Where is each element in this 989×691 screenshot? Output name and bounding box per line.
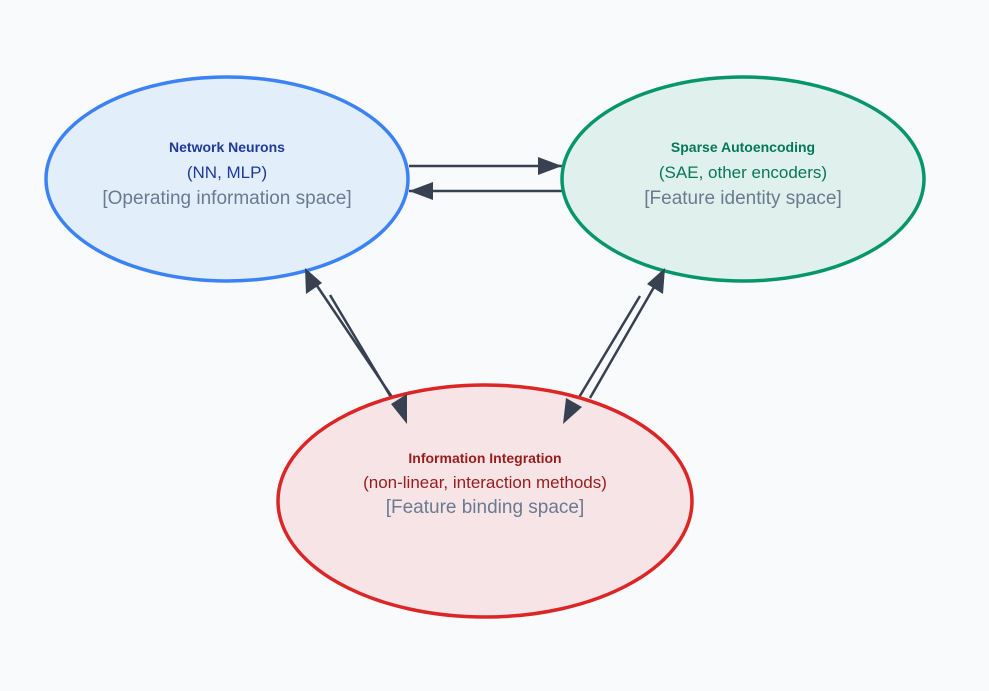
node-network-neurons[interactable]: Network Neurons (NN, MLP) [Operating inf… <box>44 75 410 283</box>
arrowhead-icon <box>538 157 562 175</box>
arrowhead-icon <box>409 182 433 200</box>
node-ellipse <box>560 75 926 283</box>
arrowhead-icon <box>305 268 322 294</box>
arrowheads <box>305 157 665 424</box>
node-ellipse <box>276 383 694 619</box>
node-sparse-autoencoding[interactable]: Sparse Autoencoding (SAE, other encoders… <box>560 75 926 283</box>
node-space: [Feature identity space] <box>644 188 842 209</box>
node-title: Network Neurons <box>169 139 285 155</box>
node-title: Sparse Autoencoding <box>671 139 815 155</box>
arrowhead-icon <box>391 394 407 424</box>
node-information-integration[interactable]: Information Integration (non-linear, int… <box>276 383 694 619</box>
edge-ii-to-sae <box>588 267 667 399</box>
node-ellipse <box>44 75 410 283</box>
node-subtitle: (NN, MLP) <box>187 163 267 182</box>
node-subtitle: (SAE, other encoders) <box>659 163 827 182</box>
node-space: [Operating information space] <box>102 188 351 209</box>
arrowhead-icon <box>647 268 665 294</box>
node-subtitle: (non-linear, interaction methods) <box>363 473 607 492</box>
node-title: Information Integration <box>408 450 561 466</box>
node-space: [Feature binding space] <box>386 497 585 518</box>
arrowhead-icon <box>563 398 582 424</box>
